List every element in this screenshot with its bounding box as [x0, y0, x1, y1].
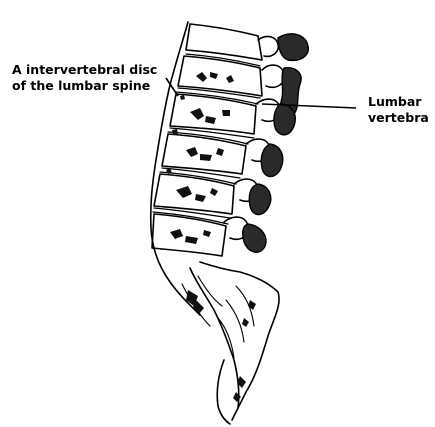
vertebra-label-line2: vertebra	[368, 110, 429, 126]
intervertebral-discs	[153, 50, 262, 224]
vertebra-label-line1: Lumbar	[368, 94, 429, 110]
intervertebral-disc-label: A intervertebral disc of the lumbar spin…	[12, 62, 157, 94]
coccyx-outline	[217, 360, 230, 424]
disc-label-line2: of the lumbar spine	[12, 78, 157, 94]
sacrum-inner-contour	[190, 268, 239, 408]
vertebra-leader-line	[262, 104, 356, 108]
disc-label-line1: A intervertebral disc	[12, 62, 157, 78]
lumbar-vertebra-label: Lumbar vertebra	[368, 94, 429, 126]
